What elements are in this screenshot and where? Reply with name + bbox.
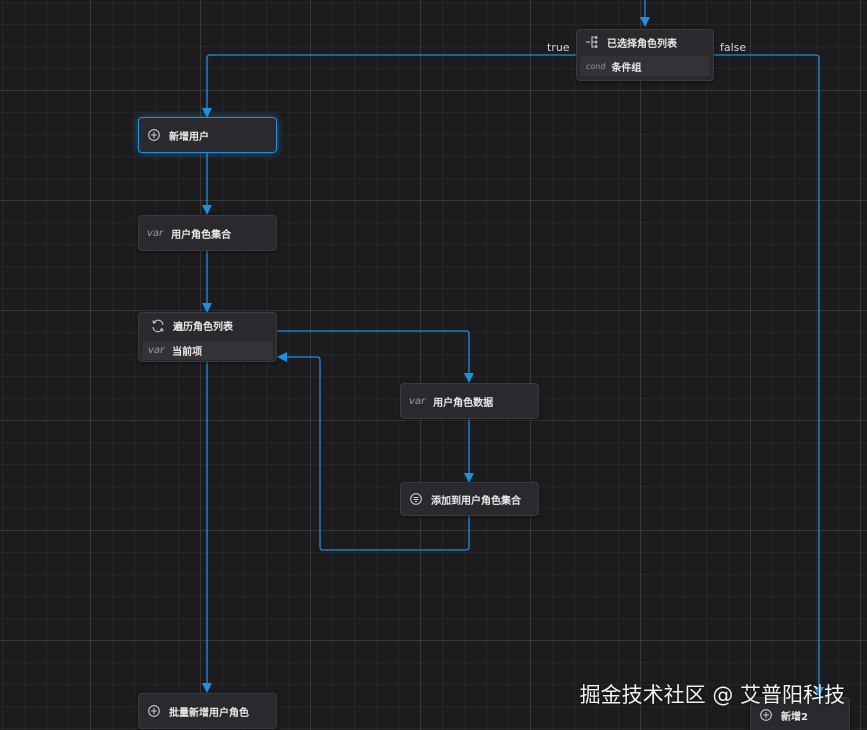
branch-icon: [585, 35, 599, 49]
add-user-label: 新增用户: [169, 131, 209, 143]
edge-label-false: false: [720, 41, 747, 54]
user-role-data-label: 用户角色数据: [433, 397, 494, 409]
add-user-node[interactable]: 新增用户: [138, 117, 277, 153]
user-role-set-label: 用户角色集合: [171, 229, 232, 241]
append-to-set-label: 添加到用户角色集合: [431, 495, 521, 507]
condition-group-label: 条件组: [611, 62, 642, 74]
loop-current-item-row[interactable]: var 当前项: [142, 341, 273, 360]
var-tag: var: [147, 227, 164, 239]
loop-current-item-label: 当前项: [172, 347, 203, 358]
loop-node-title: 遍历角色列表: [173, 322, 233, 333]
watermark: 掘金技术社区 @ 艾普阳科技: [579, 683, 845, 707]
batch-add-user-role-node[interactable]: 批量新增用户角色: [138, 693, 277, 729]
var-tag: var: [148, 345, 165, 356]
cond-tag: cond: [586, 61, 606, 71]
plus-circle-icon: [147, 128, 161, 142]
edge-loop-to-data: [276, 330, 474, 383]
loop-node[interactable]: 遍历角色列表 var 当前项: [138, 312, 277, 362]
edge-true: [202, 54, 577, 118]
condition-node[interactable]: 已选择角色列表 cond 条件组: [576, 29, 714, 81]
list-add-icon: [409, 492, 423, 506]
add2-label: 新增2: [781, 711, 808, 723]
condition-group-row[interactable]: cond 条件组: [580, 56, 710, 76]
batch-add-label: 批量新增用户角色: [169, 707, 249, 719]
user-role-data-node[interactable]: var 用户角色数据: [400, 383, 539, 419]
var-tag: var: [409, 395, 426, 407]
condition-node-title: 已选择角色列表: [607, 38, 677, 50]
loop-icon: [151, 319, 165, 333]
plus-circle-icon: [759, 708, 773, 722]
edge-false: [713, 54, 824, 697]
append-to-set-node[interactable]: 添加到用户角色集合: [400, 482, 539, 516]
add2-node[interactable]: 新增2: [750, 697, 850, 730]
user-role-set-node[interactable]: var 用户角色集合: [138, 215, 277, 251]
plus-circle-icon: [147, 704, 161, 718]
edge-label-true: true: [547, 41, 570, 54]
